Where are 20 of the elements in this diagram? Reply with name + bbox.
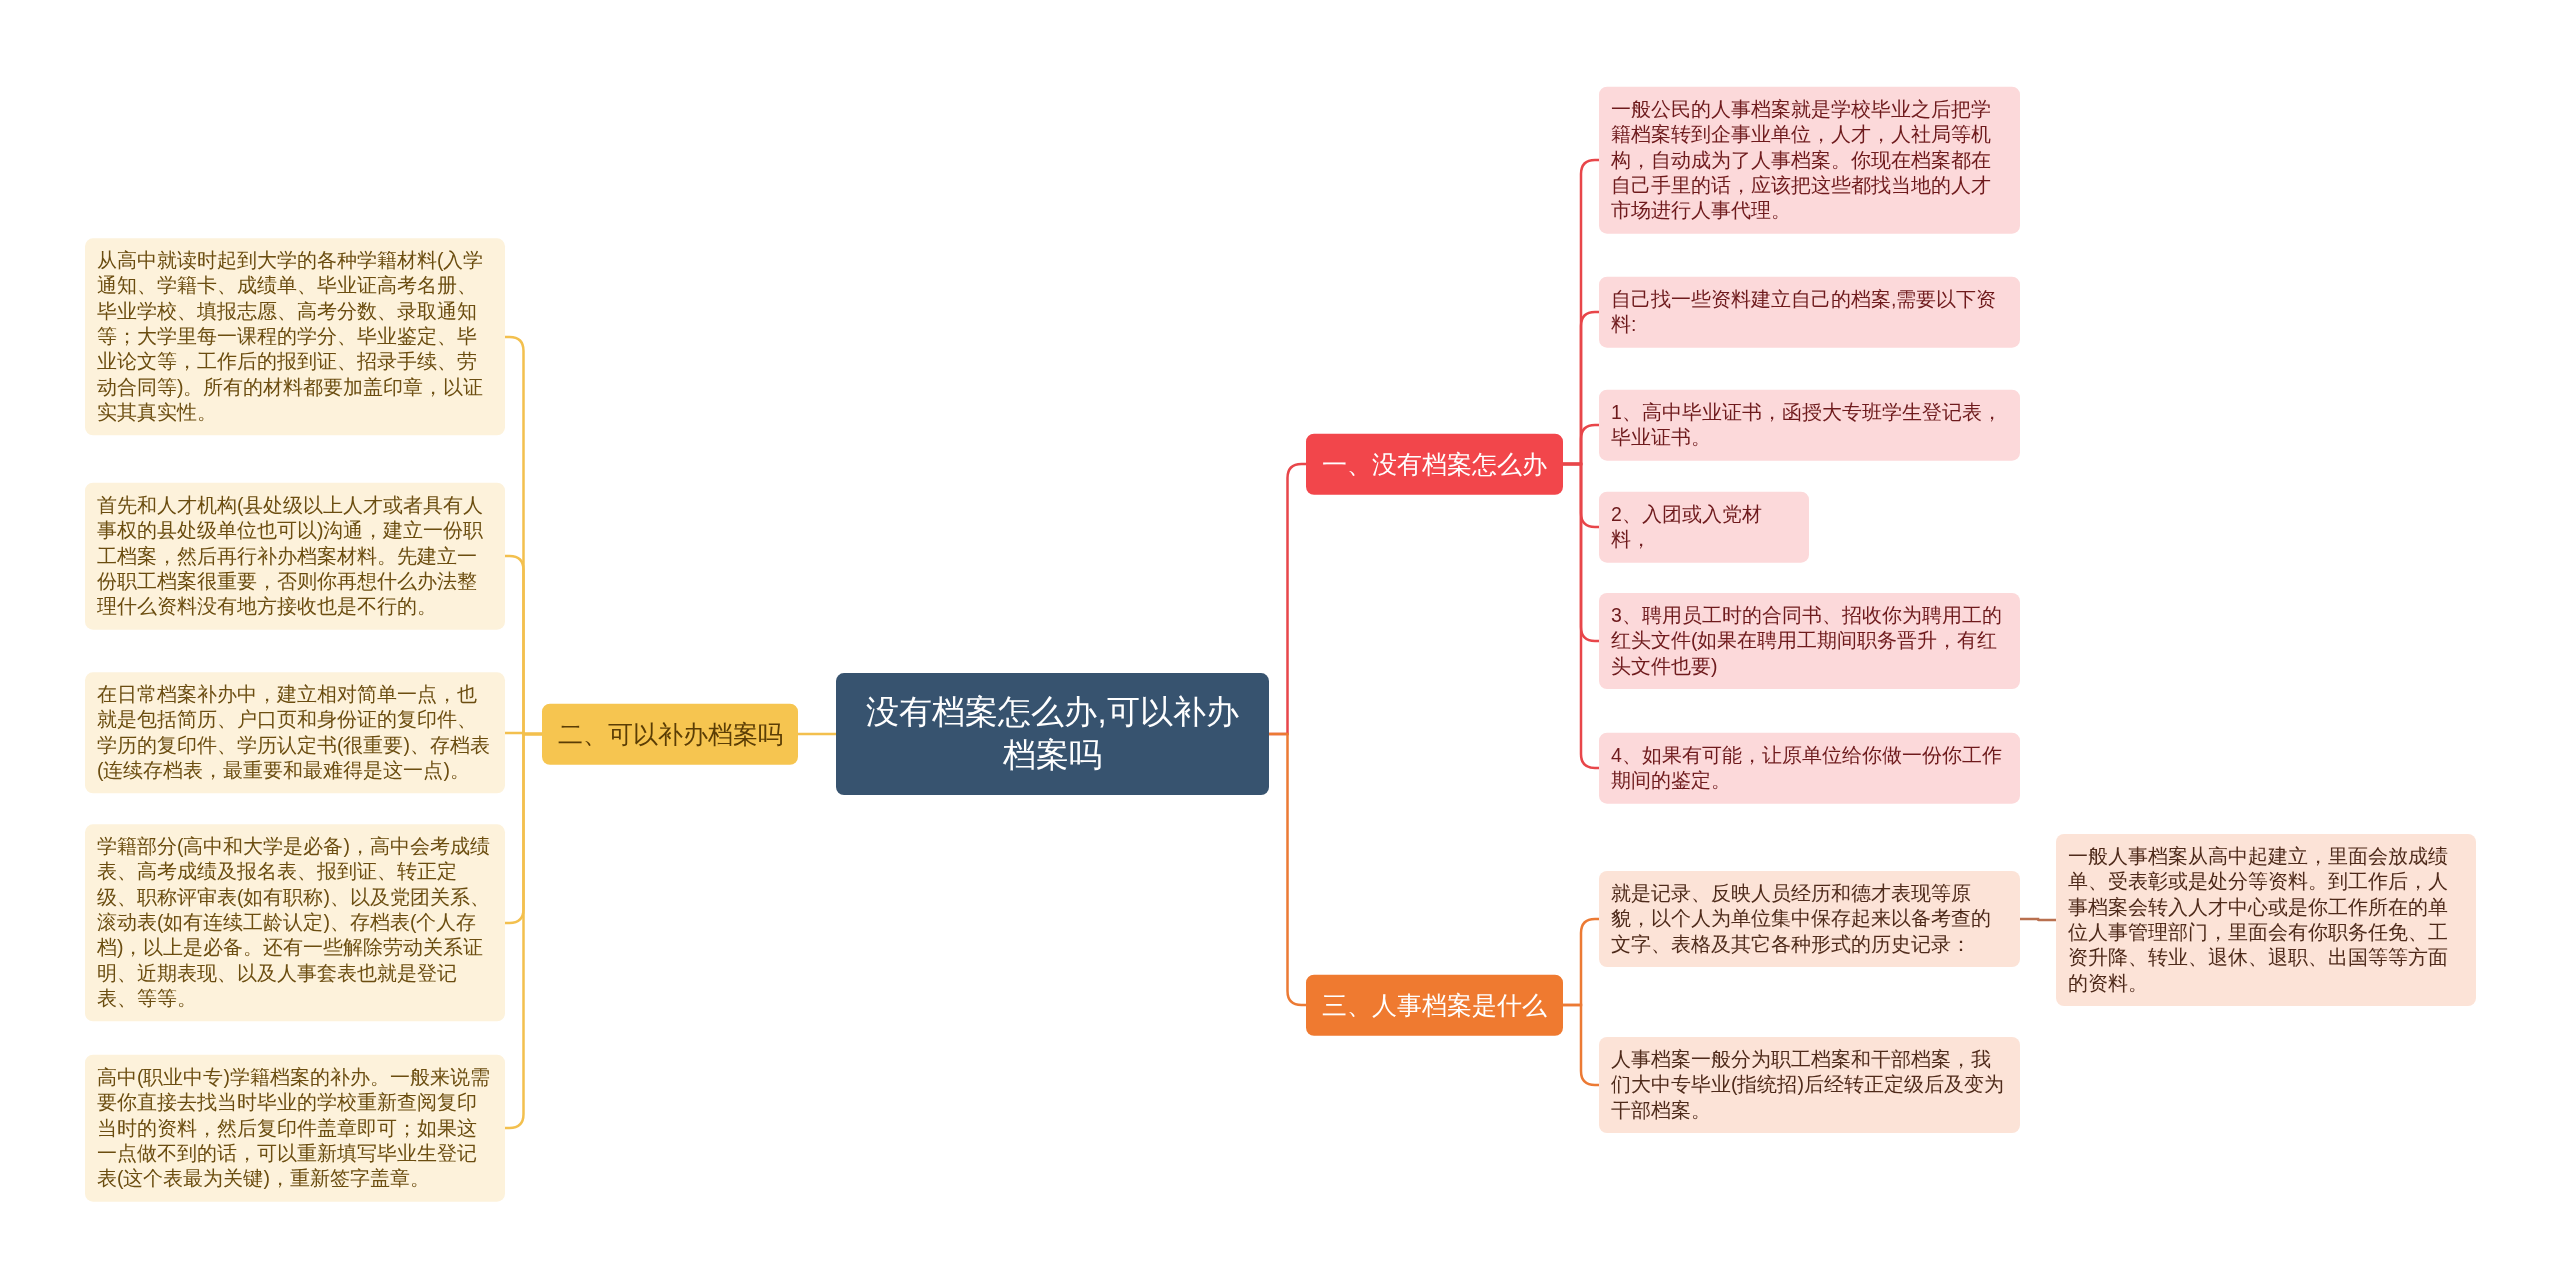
central-topic-box: 没有档案怎么办,可以补办档案吗 [836, 673, 1269, 795]
subtopic-box: 首先和人才机构(县处级以上人才或者具有人事权的县处级单位也可以)沟通，建立一份职工档案，然后再行补办档案材料。先建立一份职工档案很重要，否则你再想什么办法整理什么资料没有地方接收也是不行的。 [85, 482, 505, 630]
branch-topic-box: 三、人事档案是什么 [1306, 974, 1563, 1036]
connector-line [2020, 917, 2056, 922]
branch-topic-box: 二、可以补办档案吗 [542, 703, 798, 765]
subtopic-box: 自己找一些资料建立自己的档案,需要以下资料: [1599, 276, 2020, 348]
subtopic-box: 一般人事档案从高中起建立，里面会放成绩单、受表彰或是处分等资料。到工作后，人事档案会转入人才中心或是你工作所在的单位人事管理部门，里面会有你职务任免、工资升降、转业、退休、退职、出国等等方面的资料。 [2056, 833, 2476, 1007]
subtopic-box: 在日常档案补办中，建立相对简单一点，也就是包括简历、户口页和身份证的复印件、学历的复印件、学历认定书(很重要)、存档表(连续存档表，最重要和最难得是这一点)。 [85, 672, 505, 794]
branch-topic-box: 一、没有档案怎么办 [1306, 433, 1563, 495]
subtopic-box: 学籍部分(高中和大学是必备)，高中会考成绩表、高考成绩及报名表、报到证、转正定级、职称评审表(如有职称)、以及党团关系、滚动表(如有连续工龄认定)、存档表(个人存档)，以上是必备。还有一些解除劳动关系证明、近期表现、以及人事套表也就是登记表、等等。 [85, 824, 505, 1022]
subtopic-box: 1、高中毕业证书，函授大专班学生登记表，毕业证书。 [1599, 389, 2020, 461]
subtopic-box: 高中(职业中专)学籍档案的补办。一般来说需要你直接去找当时毕业的学校重新查阅复印当时的资料，然后复印件盖章即可；如果这一点做不到的话，可以重新填写毕业生登记表(这个表最为关键)，重新签字盖章。 [85, 1054, 505, 1202]
subtopic-box: 4、如果有可能，让原单位给你做一份你工作期间的鉴定。 [1599, 732, 2020, 804]
subtopic-box: 就是记录、反映人员经历和德才表现等原貌，以个人为单位集中保存起来以备考查的文字、表格及其它各种形式的历史记录： [1599, 871, 2020, 967]
subtopic-box: 人事档案一般分为职工档案和干部档案，我们大中专毕业(指统招)后经转正定级后及变为干部档案。 [1599, 1037, 2020, 1133]
subtopic-box: 从高中就读时起到大学的各种学籍材料(入学通知、学籍卡、成绩单、毕业证高考名册、毕业学校、填报志愿、高考分数、录取通知等；大学里每一课程的学分、毕业鉴定、毕业论文等，工作后的报到证、招录手续、劳动合同等)。所有的材料都要加盖印章，以证实其真实性。 [85, 238, 505, 436]
subtopic-box: 3、聘用员工时的合同书、招收你为聘用工的红头文件(如果在聘用工期间职务晋升，有红头文件也要) [1599, 593, 2020, 689]
subtopic-box: 一般公民的人事档案就是学校毕业之后把学籍档案转到企事业单位，人才，人社局等机构，自动成为了人事档案。你现在档案都在自己手里的话，应该把这些都找当地的人才市场进行人事代理。 [1599, 86, 2020, 234]
subtopic-box: 2、入团或入党材料， [1599, 491, 1809, 563]
connector-line [798, 732, 836, 736]
